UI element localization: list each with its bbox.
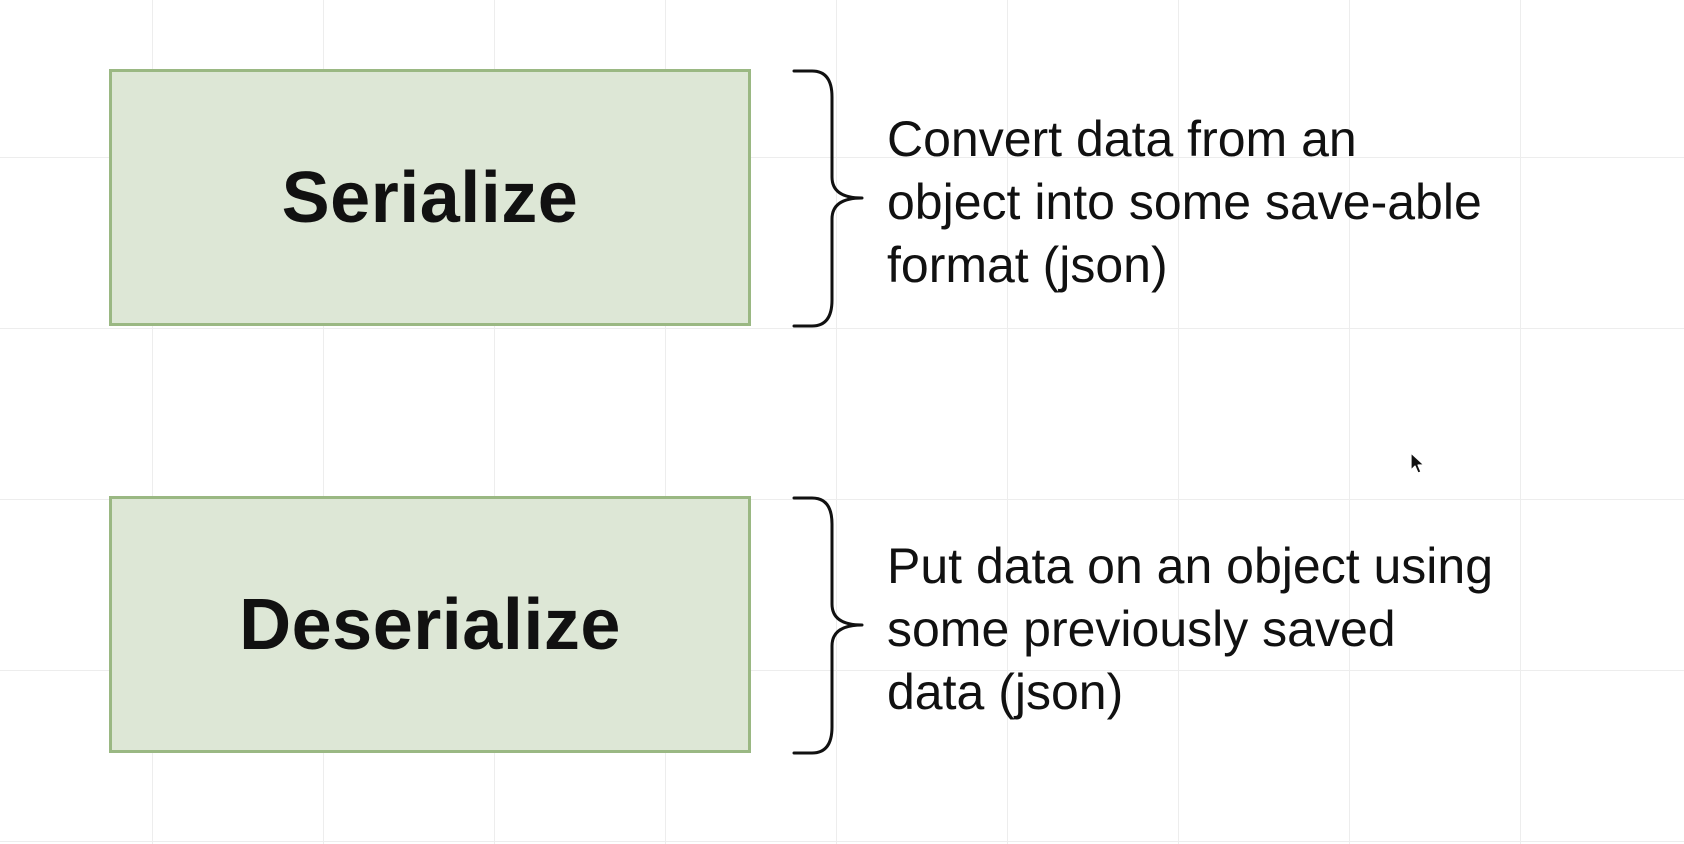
deserialize-label: Deserialize bbox=[239, 584, 621, 665]
definition-line: Put data on an object using bbox=[887, 538, 1494, 594]
serialize-label: Serialize bbox=[281, 157, 579, 238]
deserialize-box: Deserialize bbox=[109, 496, 751, 753]
mouse-pointer-icon bbox=[1410, 452, 1425, 474]
deserialize-definition: Put data on an object using some previou… bbox=[887, 535, 1647, 724]
definition-line: data (json) bbox=[887, 664, 1124, 720]
definition-line: object into some save-able bbox=[887, 174, 1482, 230]
definition-line: some previously saved bbox=[887, 601, 1396, 657]
definition-line: Convert data from an bbox=[887, 111, 1357, 167]
curly-brace-icon bbox=[792, 69, 864, 328]
serialize-box: Serialize bbox=[109, 69, 751, 326]
definition-line: format (json) bbox=[887, 237, 1168, 293]
curly-brace-icon bbox=[792, 496, 864, 755]
serialize-definition: Convert data from an object into some sa… bbox=[887, 108, 1647, 297]
